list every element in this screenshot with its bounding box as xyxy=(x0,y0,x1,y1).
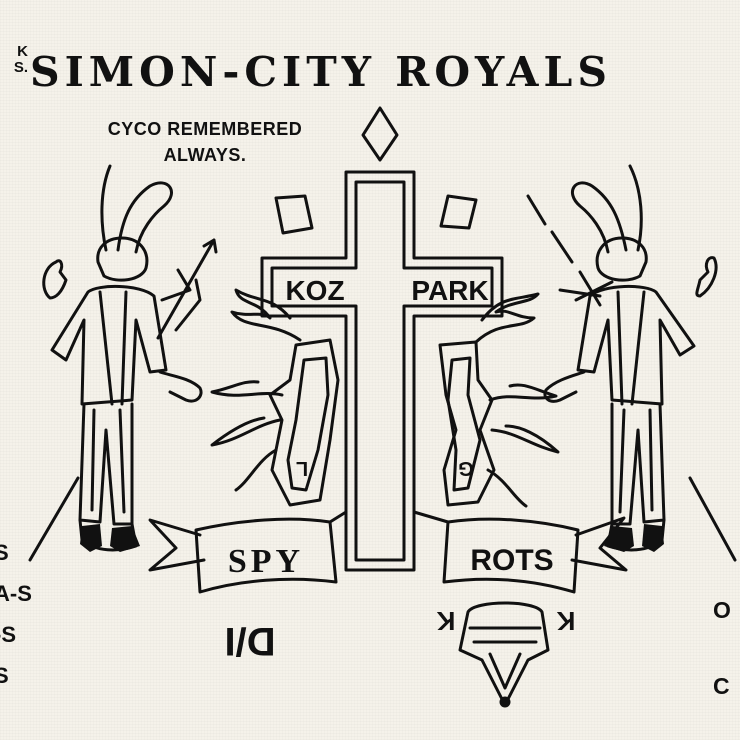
title-banner: SIMON-CITY ROYALS xyxy=(30,48,612,96)
memorial-line-1: CYCO REMEMBERED xyxy=(107,119,303,139)
shield-letter-right: G xyxy=(458,457,474,479)
right-list-item: O xyxy=(713,597,731,623)
right-rabbit xyxy=(543,164,718,552)
cross-outline xyxy=(260,170,504,572)
left-shield xyxy=(268,338,340,507)
left-pointer xyxy=(28,476,80,562)
left-rabbit xyxy=(42,164,203,552)
left-rabbit-shoes xyxy=(80,524,140,552)
right-shield xyxy=(438,340,496,507)
left-list-item: A-S xyxy=(0,581,32,606)
right-banner xyxy=(442,517,580,594)
left-list-item: S xyxy=(0,663,9,688)
crown-k-right: K xyxy=(556,606,575,636)
memorial-line-2: ALWAYS. xyxy=(163,145,247,165)
banner-label-left: SPY xyxy=(228,543,304,580)
diamond-right xyxy=(439,194,478,230)
cross-inner xyxy=(270,180,494,562)
bottom-symbol: D/I xyxy=(224,619,275,663)
left-banner xyxy=(194,517,338,594)
left-wing xyxy=(210,288,302,492)
crown xyxy=(458,601,550,707)
right-pointer xyxy=(688,476,737,562)
cross-label-left: KOZ xyxy=(285,275,344,306)
right-wing xyxy=(474,292,560,508)
left-list: S A-S -S S xyxy=(0,532,32,696)
memorial-text: CYCO REMEMBERED ALWAYS. xyxy=(60,116,350,168)
cross-label-right: PARK xyxy=(411,275,488,306)
crown-k-left: K xyxy=(436,606,455,636)
left-list-item: -S xyxy=(0,622,16,647)
arrow-marks xyxy=(156,238,218,340)
right-list-item: C xyxy=(713,673,730,699)
corner-mark: K S. xyxy=(13,43,28,76)
shield-letter-left: L xyxy=(296,457,308,479)
left-list-item: S xyxy=(0,540,9,565)
banner-label-right: ROTS xyxy=(470,544,553,577)
right-list: O C xyxy=(713,572,731,724)
right-dashes xyxy=(526,194,614,307)
diamond-left xyxy=(274,194,314,235)
diamond-top xyxy=(361,106,399,162)
right-rabbit-shoes xyxy=(604,524,664,552)
right-banner-tail xyxy=(570,516,628,572)
left-banner-tail xyxy=(148,518,206,572)
